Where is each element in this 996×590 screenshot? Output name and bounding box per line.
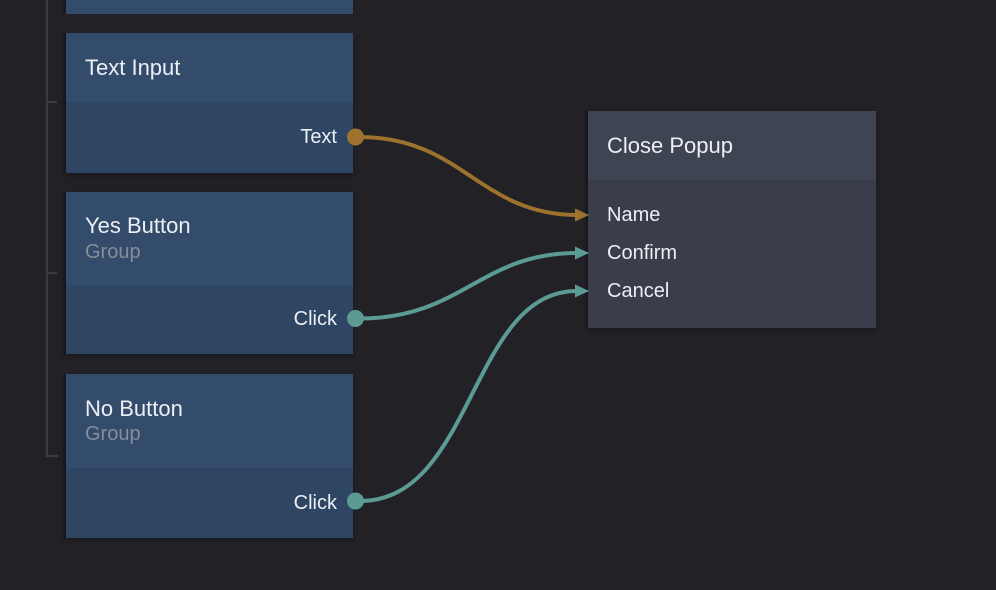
node-body: Name Confirm Cancel <box>588 180 876 328</box>
hierarchy-tick <box>46 101 57 103</box>
output-port-label: Click <box>293 308 337 330</box>
node-body: Click <box>66 468 353 538</box>
input-port-row-name[interactable]: Name <box>588 196 876 234</box>
node-header[interactable]: Text Input <box>66 33 353 102</box>
node-no-button[interactable]: No Button Group Click <box>66 374 353 538</box>
output-port-row-click[interactable]: Click <box>66 285 353 354</box>
wire-yesclick-to-confirm[interactable] <box>358 251 579 321</box>
node-title: Yes Button <box>85 213 191 239</box>
output-port-row-text[interactable]: Text <box>66 102 353 173</box>
wire-text-to-name[interactable] <box>358 135 579 217</box>
node-partial-top[interactable] <box>66 0 353 14</box>
hierarchy-bracket-line <box>46 0 58 457</box>
hierarchy-tick <box>46 272 57 274</box>
input-port-label: Cancel <box>607 279 670 302</box>
node-close-popup[interactable]: Close Popup Name Confirm Cancel <box>588 111 876 328</box>
arrowhead-confirm-icon <box>575 246 589 260</box>
output-port-label: Text <box>300 126 337 148</box>
node-header[interactable]: No Button Group <box>66 374 353 468</box>
output-port-label: Click <box>293 491 337 514</box>
arrowhead-cancel-icon <box>575 284 589 298</box>
output-port-row-click[interactable]: Click <box>66 468 353 538</box>
node-title: Text Input <box>85 54 181 80</box>
input-port-row-confirm[interactable]: Confirm <box>588 234 876 272</box>
node-text-input[interactable]: Text Input Text <box>66 33 353 173</box>
arrowhead-name-icon <box>575 208 589 222</box>
node-subtitle: Group <box>85 240 141 263</box>
node-yes-button[interactable]: Yes Button Group Click <box>66 192 353 354</box>
node-title: No Button <box>85 395 183 421</box>
wire-noclick-to-cancel[interactable] <box>358 289 579 503</box>
input-port-row-cancel[interactable]: Cancel <box>588 272 876 310</box>
node-header[interactable]: Yes Button Group <box>66 192 353 285</box>
input-port-label: Name <box>607 203 661 226</box>
node-header[interactable]: Close Popup <box>588 111 876 180</box>
input-port-label: Confirm <box>607 241 678 264</box>
node-body: Text <box>66 102 353 173</box>
node-title: Close Popup <box>607 132 733 158</box>
node-body: Click <box>66 285 353 354</box>
node-subtitle: Group <box>85 423 141 446</box>
